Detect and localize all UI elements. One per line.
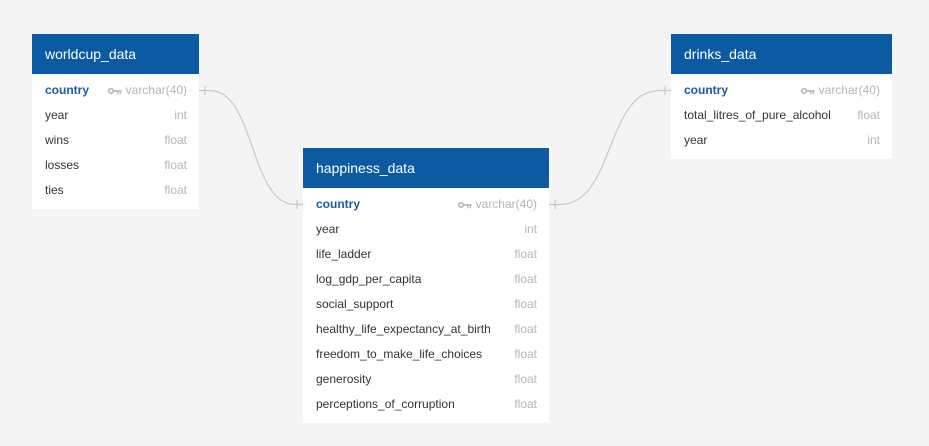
field-name: wins bbox=[45, 133, 70, 147]
field-row-year[interactable]: year int bbox=[303, 217, 549, 242]
table-title[interactable]: drinks_data bbox=[671, 34, 892, 74]
field-row-total-litres-of-pure-alcohol[interactable]: total_litres_of_pure_alcohol float bbox=[671, 103, 892, 128]
relationship-happiness-drinks[interactable] bbox=[549, 86, 671, 209]
field-type-label: varchar(40) bbox=[818, 83, 880, 97]
field-type: float bbox=[164, 183, 187, 197]
field-type: float bbox=[514, 247, 537, 261]
field-name: country bbox=[684, 83, 729, 97]
field-name: perceptions_of_corruption bbox=[316, 397, 455, 411]
field-type: float bbox=[857, 108, 880, 122]
field-type: int bbox=[524, 222, 537, 236]
field-name: generosity bbox=[316, 372, 372, 386]
field-type-label: varchar(40) bbox=[125, 83, 187, 97]
field-row-year[interactable]: year int bbox=[32, 103, 199, 128]
field-type: float bbox=[514, 322, 537, 336]
table-fields: country varchar(40) year int wins float … bbox=[32, 74, 199, 209]
table-happiness-data[interactable]: happiness_data country varchar(40) year … bbox=[303, 148, 549, 423]
field-type: float bbox=[514, 272, 537, 286]
field-name: healthy_life_expectancy_at_birth bbox=[316, 322, 491, 336]
field-row-country[interactable]: country varchar(40) bbox=[671, 78, 892, 103]
field-type-label: varchar(40) bbox=[475, 197, 537, 211]
field-name: log_gdp_per_capita bbox=[316, 272, 422, 286]
connector-line bbox=[549, 89, 671, 206]
field-type: float bbox=[514, 372, 537, 386]
field-row-social-support[interactable]: social_support float bbox=[303, 292, 549, 317]
field-row-life-ladder[interactable]: life_ladder float bbox=[303, 242, 549, 267]
field-row-generosity[interactable]: generosity float bbox=[303, 367, 549, 392]
table-fields: country varchar(40) year int life_ladder… bbox=[303, 188, 549, 423]
field-row-freedom-to-make-life-choices[interactable]: freedom_to_make_life_choices float bbox=[303, 342, 549, 367]
field-type: varchar(40) bbox=[800, 78, 880, 103]
field-type: float bbox=[164, 133, 187, 147]
connector-line bbox=[199, 89, 303, 206]
field-row-wins[interactable]: wins float bbox=[32, 128, 199, 153]
field-name: losses bbox=[45, 158, 80, 172]
field-row-country[interactable]: country varchar(40) bbox=[32, 78, 199, 103]
field-type: varchar(40) bbox=[457, 192, 537, 217]
field-name: freedom_to_make_life_choices bbox=[316, 347, 483, 361]
field-name: social_support bbox=[316, 297, 394, 311]
relationship-worldcup-happiness[interactable] bbox=[199, 86, 303, 209]
field-type: float bbox=[514, 297, 537, 311]
field-name: total_litres_of_pure_alcohol bbox=[684, 108, 831, 122]
field-type: float bbox=[514, 347, 537, 361]
field-name: life_ladder bbox=[316, 247, 372, 261]
field-name: ties bbox=[45, 183, 64, 197]
field-type: int bbox=[174, 108, 187, 122]
field-row-year[interactable]: year int bbox=[671, 128, 892, 153]
table-drinks-data[interactable]: drinks_data country varchar(40) total_li… bbox=[671, 34, 892, 159]
field-type: float bbox=[514, 397, 537, 411]
key-icon bbox=[800, 87, 815, 95]
field-row-healthy-life-expectancy-at-birth[interactable]: healthy_life_expectancy_at_birth float bbox=[303, 317, 549, 342]
field-type: int bbox=[867, 133, 880, 147]
field-row-losses[interactable]: losses float bbox=[32, 153, 199, 178]
key-icon bbox=[107, 87, 122, 95]
field-row-perceptions-of-corruption[interactable]: perceptions_of_corruption float bbox=[303, 392, 549, 417]
key-icon bbox=[457, 201, 472, 209]
table-worldcup-data[interactable]: worldcup_data country varchar(40) year i… bbox=[32, 34, 199, 209]
field-name: country bbox=[316, 197, 361, 211]
table-fields: country varchar(40) total_litres_of_pure… bbox=[671, 74, 892, 159]
field-row-log-gdp-per-capita[interactable]: log_gdp_per_capita float bbox=[303, 267, 549, 292]
field-name: country bbox=[45, 83, 90, 97]
field-name: year bbox=[684, 133, 708, 147]
field-row-ties[interactable]: ties float bbox=[32, 178, 199, 203]
field-type: varchar(40) bbox=[107, 78, 187, 103]
field-name: year bbox=[316, 222, 340, 236]
field-name: year bbox=[45, 108, 69, 122]
table-title[interactable]: happiness_data bbox=[303, 148, 549, 188]
table-title[interactable]: worldcup_data bbox=[32, 34, 199, 74]
field-row-country[interactable]: country varchar(40) bbox=[303, 192, 549, 217]
field-type: float bbox=[164, 158, 187, 172]
